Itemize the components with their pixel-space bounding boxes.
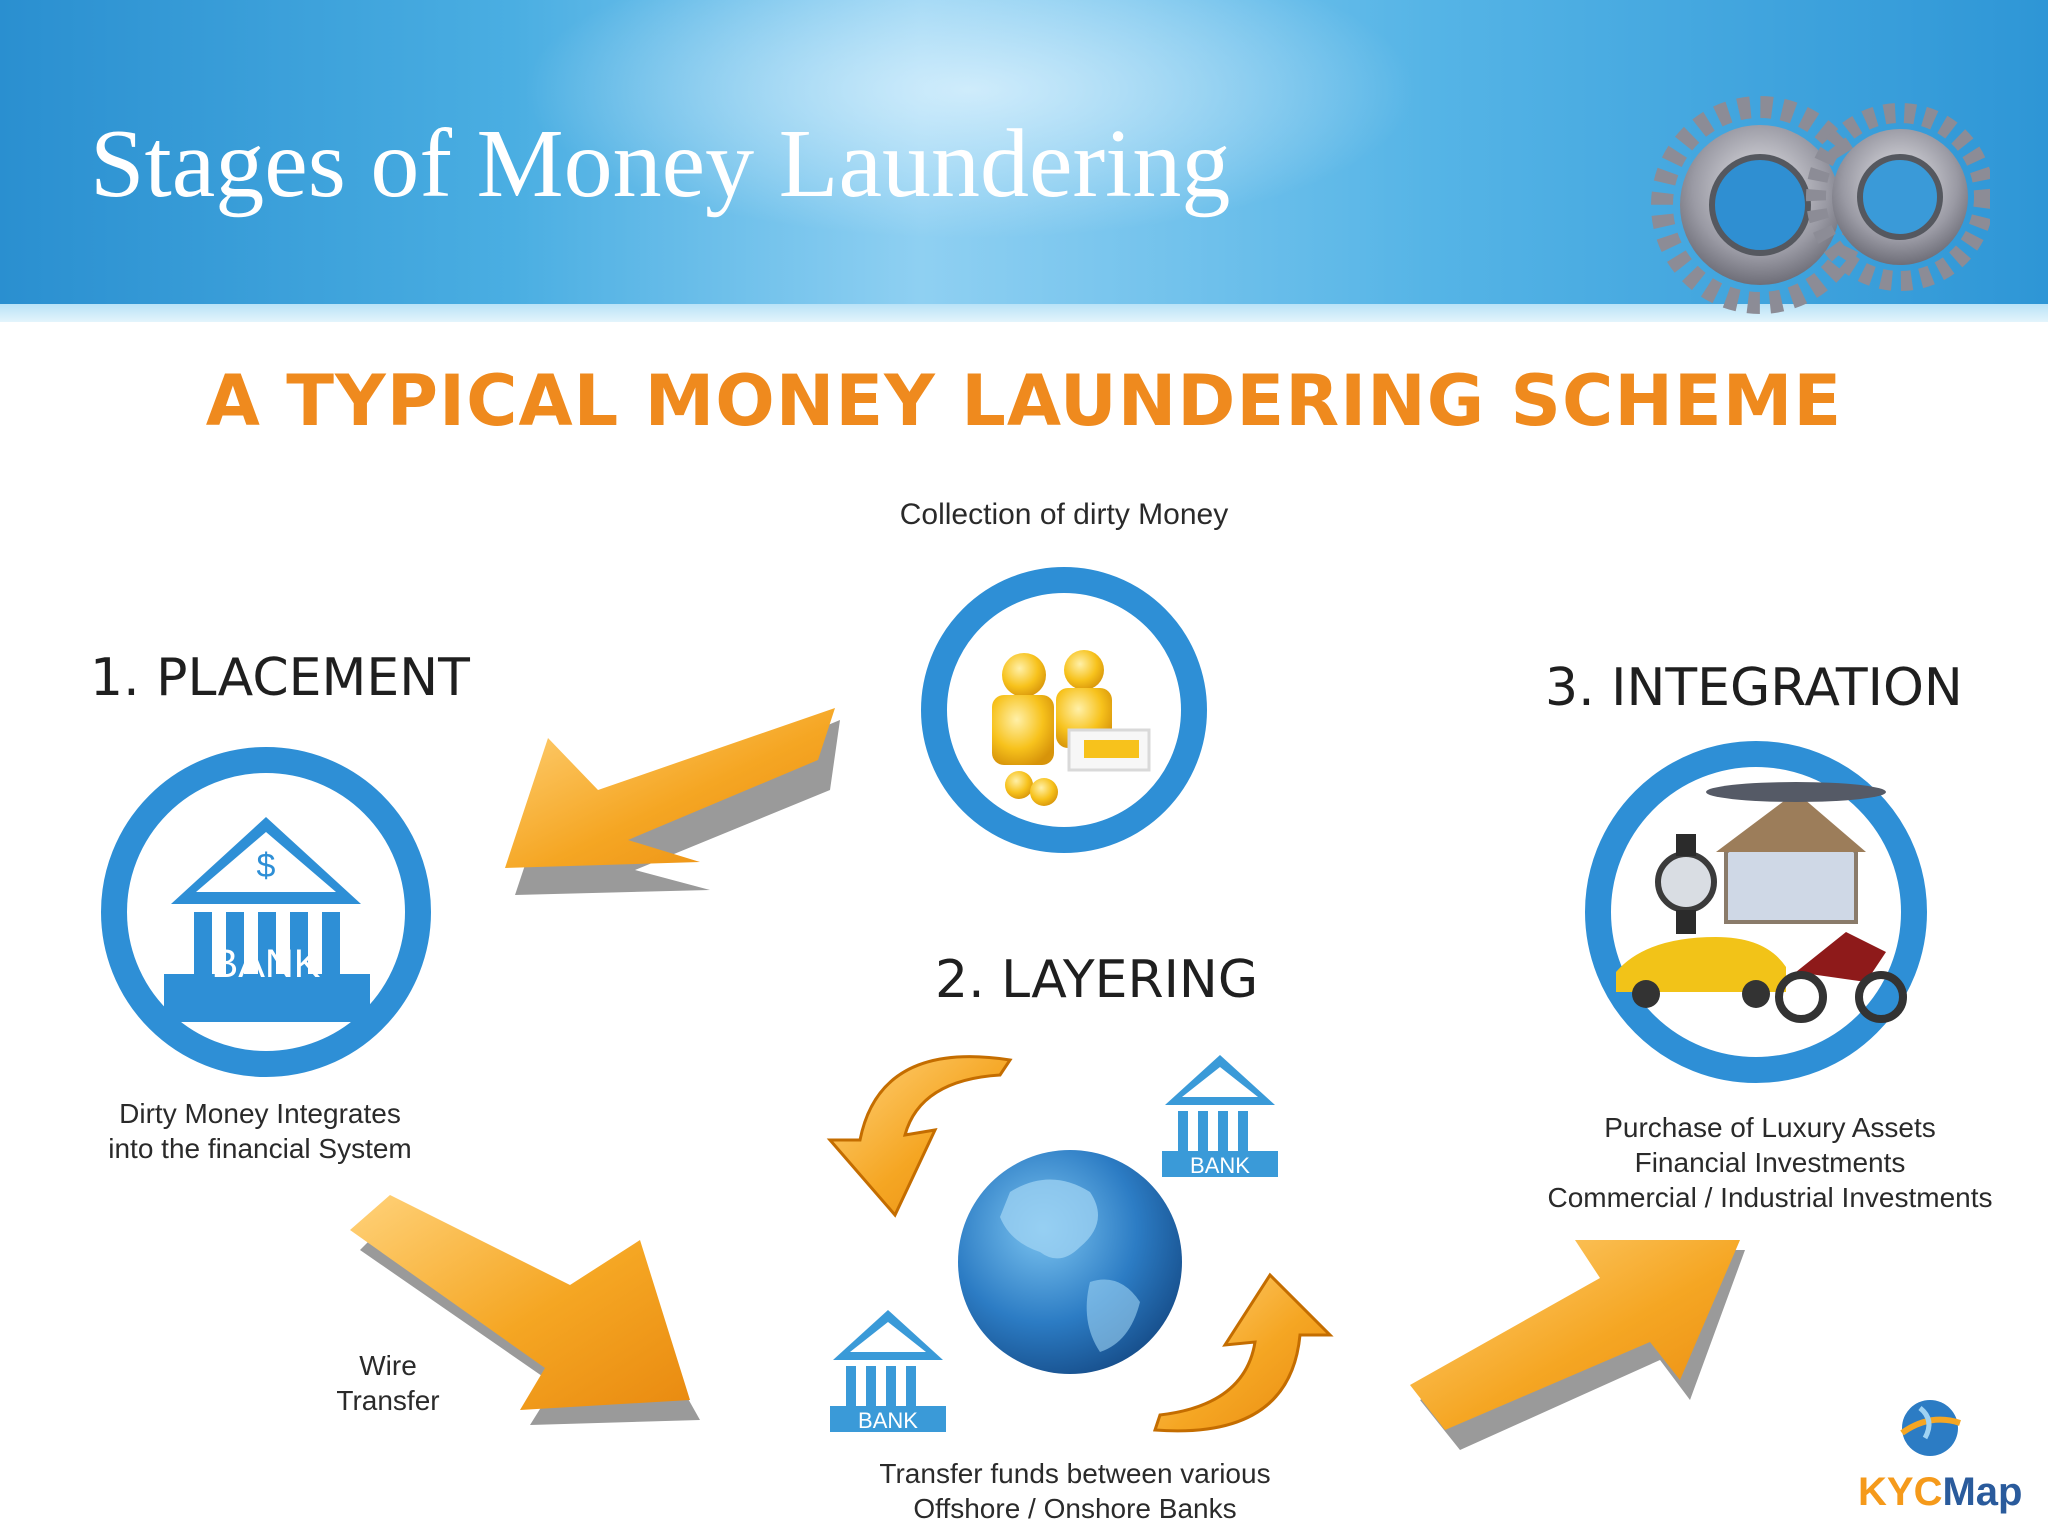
layering-caption-line: Transfer funds between various	[879, 1458, 1271, 1489]
arrow-wire-transfer-icon	[350, 1195, 700, 1425]
integration-circle	[1585, 741, 1927, 1083]
collection-label: Collection of dirty Money	[899, 498, 1229, 531]
placement-caption-line: Dirty Money Integrates	[119, 1098, 401, 1129]
kycmap-logo: KYCMap	[1858, 1470, 2022, 1515]
header-banner: Stages of Money Laundering	[0, 0, 2048, 322]
banner-glow	[520, 0, 1420, 240]
wire-transfer-line: Wire	[359, 1350, 417, 1381]
globe-icon	[958, 1150, 1182, 1374]
money-people-icon	[992, 650, 1151, 806]
kycmap-logo-icon	[1900, 1400, 1961, 1456]
arrow-to-placement-icon	[505, 708, 840, 895]
arrow-to-integration-icon	[1410, 1240, 1745, 1450]
integration-caption-line: Purchase of Luxury Assets	[1604, 1112, 1936, 1143]
layering-bank-right-icon: BANK	[1162, 1055, 1278, 1178]
luxury-assets-icon	[1616, 782, 1907, 1023]
integration-caption-line: Commercial / Industrial Investments	[1547, 1182, 1993, 1213]
svg-text:$: $	[257, 847, 276, 885]
bank-icon: $	[164, 817, 370, 1022]
curved-arrow-top-icon	[826, 1055, 1013, 1218]
wire-transfer-line: Transfer	[336, 1385, 440, 1416]
integration-caption: Purchase of Luxury Assets Financial Inve…	[1530, 1110, 2010, 1215]
layering-caption: Transfer funds between various Offshore …	[855, 1456, 1295, 1526]
placement-caption-line: into the financial System	[108, 1133, 412, 1164]
placement-title: 1. PLACEMENT	[90, 648, 470, 708]
banner-strip	[0, 304, 2048, 322]
svg-text:BANK: BANK	[1190, 1153, 1250, 1178]
layering-caption-line: Offshore / Onshore Banks	[913, 1493, 1237, 1524]
svg-text:BANK: BANK	[858, 1408, 918, 1433]
logo-map-text: Map	[1942, 1470, 2023, 1514]
placement-caption: Dirty Money Integrates into the financia…	[90, 1096, 430, 1166]
logo-kyc-text: KYC	[1858, 1470, 1943, 1514]
integration-caption-line: Financial Investments	[1634, 1147, 1906, 1178]
layering-title: 2. LAYERING	[935, 950, 1259, 1010]
collection-circle	[921, 567, 1207, 853]
integration-title: 3. INTEGRATION	[1545, 658, 1963, 718]
scheme-title: A TYPICAL MONEY LAUNDERING SCHEME	[205, 360, 1843, 442]
placement-bank-label: BANK	[211, 942, 321, 986]
wire-transfer-label: Wire Transfer	[318, 1348, 458, 1418]
placement-circle: $	[101, 747, 431, 1077]
layering-bank-left-icon: BANK	[830, 1310, 946, 1433]
slide-title: Stages of Money Laundering	[90, 110, 1231, 218]
gears-icon	[1651, 96, 1990, 314]
curved-arrow-bottom-icon	[1152, 1272, 1334, 1433]
